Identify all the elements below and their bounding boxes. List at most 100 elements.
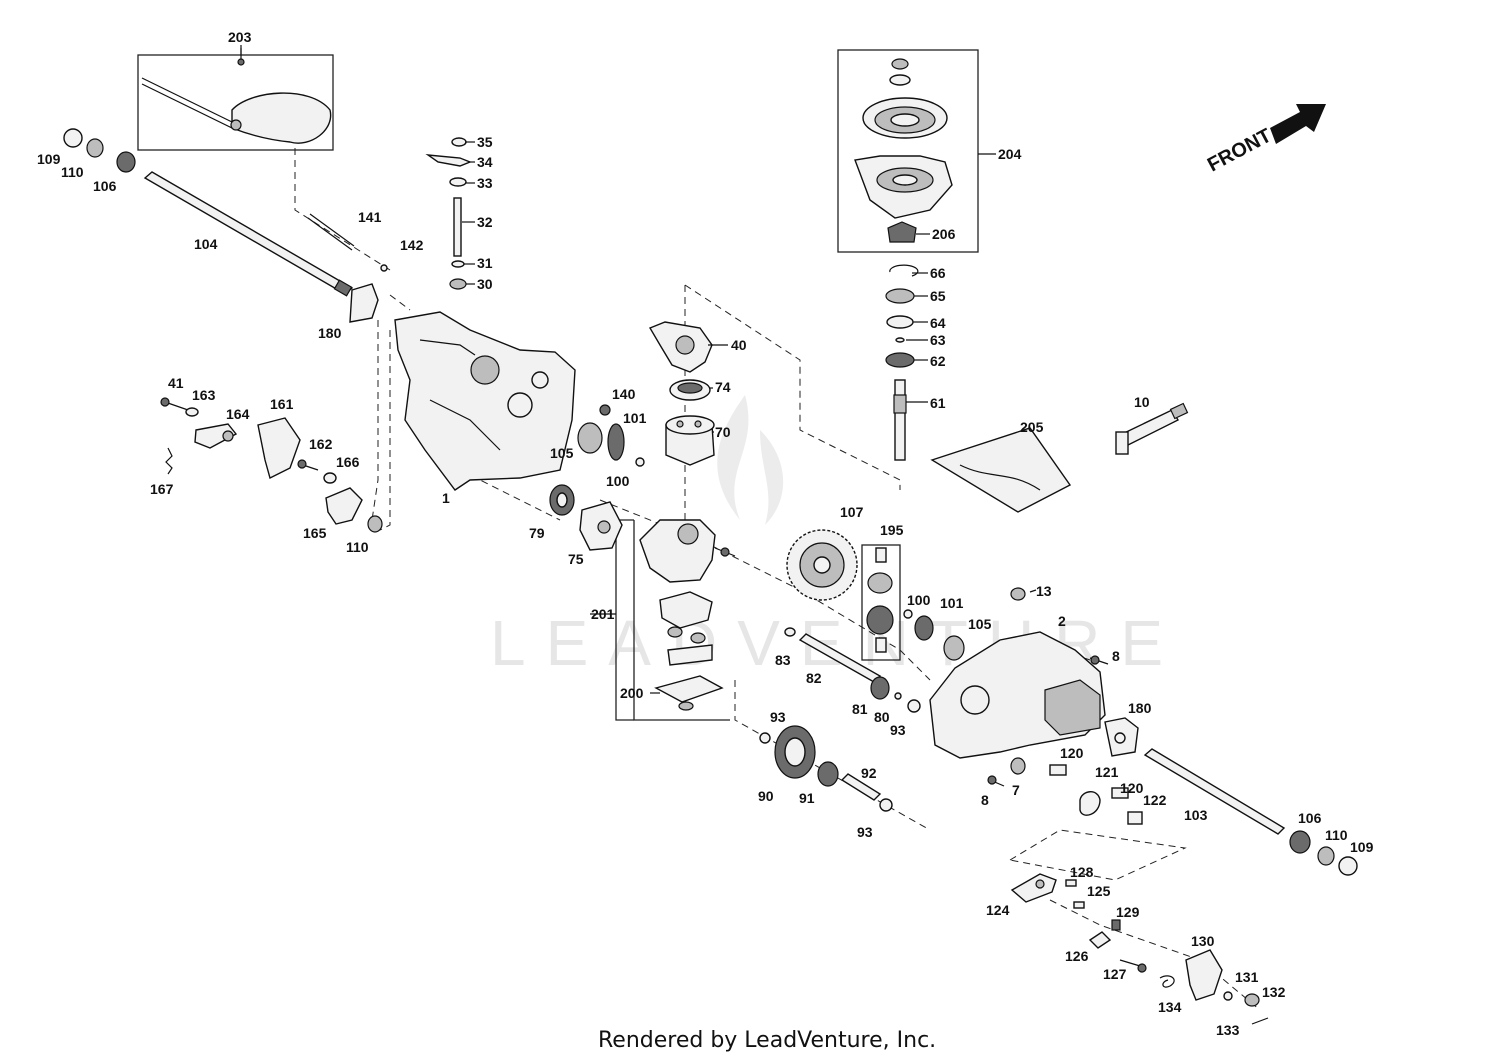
callout-105-left: 105 [550, 445, 574, 461]
callout-120-lower: 120 [1120, 780, 1144, 796]
part-input-housing [648, 321, 715, 466]
callout-167: 167 [150, 481, 174, 497]
callout-41: 41 [168, 375, 184, 391]
callout-163: 163 [192, 387, 216, 403]
part-countershaft [784, 627, 921, 713]
callout-166: 166 [336, 454, 360, 470]
callout-161: 161 [270, 396, 294, 412]
callout-82: 82 [806, 670, 822, 686]
callout-200: 200 [620, 685, 644, 701]
assembly-box-203 [137, 54, 334, 151]
front-label: FRONT [1204, 125, 1275, 177]
callout-205: 205 [1020, 419, 1044, 435]
part-sealant-tube [1115, 402, 1189, 455]
callout-101-right: 101 [940, 595, 964, 611]
part-input-shaft [885, 264, 919, 461]
dashed-leaders [294, 148, 1261, 1011]
assembly-box-195 [861, 544, 901, 661]
callout-162: 162 [309, 436, 333, 452]
callout-8-upper: 8 [1112, 648, 1120, 664]
callout-140: 140 [612, 386, 636, 402]
callout-62: 62 [930, 353, 946, 369]
callout-195: 195 [880, 522, 904, 538]
callout-165: 165 [303, 525, 327, 541]
callout-203: 203 [228, 29, 252, 45]
callout-40: 40 [731, 337, 747, 353]
callout-63: 63 [930, 332, 946, 348]
callout-125: 125 [1087, 883, 1111, 899]
part-right-axle [987, 748, 1358, 876]
callout-204: 204 [998, 146, 1022, 162]
part-main-housing [394, 311, 576, 491]
callout-93-lower: 93 [857, 824, 873, 840]
callout-74: 74 [715, 379, 731, 395]
callout-34: 34 [477, 154, 493, 170]
callout-64: 64 [930, 315, 946, 331]
callout-100-left: 100 [606, 473, 630, 489]
callout-106: 106 [93, 178, 117, 194]
callout-128: 128 [1070, 864, 1094, 880]
callout-2: 2 [1058, 613, 1066, 629]
callout-31: 31 [477, 255, 493, 271]
callout-103: 103 [1184, 807, 1208, 823]
callout-130: 130 [1191, 933, 1215, 949]
callout-110-right: 110 [1325, 827, 1348, 843]
callout-1: 1 [442, 490, 450, 506]
callout-92: 92 [861, 765, 877, 781]
callout-79: 79 [529, 525, 545, 541]
assembly-bracket-200 [615, 519, 634, 721]
callout-134: 134 [1158, 999, 1182, 1015]
part-left-differential [549, 404, 645, 551]
part-hardware-bag [930, 427, 1072, 513]
callout-107: 107 [840, 504, 864, 520]
callout-100-right: 100 [907, 592, 931, 608]
callout-110: 110 [61, 164, 84, 180]
callout-7: 7 [1012, 782, 1020, 798]
part-left-axle [63, 128, 388, 323]
callout-83: 83 [775, 652, 791, 668]
callout-93-left: 93 [770, 709, 786, 725]
part-shift-shaft [425, 137, 472, 290]
callout-61: 61 [930, 395, 946, 411]
callout-35: 35 [477, 134, 493, 150]
callout-104: 104 [194, 236, 218, 252]
callout-124: 124 [986, 902, 1010, 918]
callout-180-left: 180 [318, 325, 342, 341]
callout-65: 65 [930, 288, 946, 304]
callout-106-right: 106 [1298, 810, 1322, 826]
part-reduction-gear [759, 725, 893, 812]
callout-133: 133 [1216, 1022, 1240, 1038]
callout-32: 32 [477, 214, 493, 230]
callout-66: 66 [930, 265, 946, 281]
callout-10: 10 [1134, 394, 1150, 410]
callout-132: 132 [1262, 984, 1286, 1000]
callout-33: 33 [477, 175, 493, 191]
callout-131: 131 [1235, 969, 1259, 985]
part-shift-cover [141, 48, 332, 144]
callout-105-right: 105 [968, 616, 992, 632]
callout-93-right: 93 [890, 722, 906, 738]
part-ring-gear [786, 529, 965, 661]
callout-101-left: 101 [623, 410, 647, 426]
callout-122: 122 [1143, 792, 1167, 808]
callout-90: 90 [758, 788, 774, 804]
callout-80: 80 [874, 709, 890, 725]
callout-120-upper: 120 [1060, 745, 1084, 761]
assembly-box-204 [837, 49, 979, 253]
callout-70: 70 [715, 424, 731, 440]
callout-206: 206 [932, 226, 956, 242]
callout-75: 75 [568, 551, 584, 567]
callout-leaders [240, 45, 1037, 694]
callout-8-lower: 8 [981, 792, 989, 808]
part-center-section [639, 519, 736, 711]
callout-121: 121 [1095, 764, 1119, 780]
callout-127: 127 [1103, 966, 1127, 982]
front-direction-indicator: FRONT [1204, 104, 1326, 176]
part-bypass-linkage [1010, 873, 1269, 1025]
callout-164: 164 [226, 406, 250, 422]
part-pulley-fan [854, 58, 953, 243]
part-brake-linkage [160, 397, 383, 533]
callout-110-left-lower: 110 [346, 539, 369, 555]
callout-141: 141 [358, 209, 382, 225]
callout-180-right: 180 [1128, 700, 1152, 716]
